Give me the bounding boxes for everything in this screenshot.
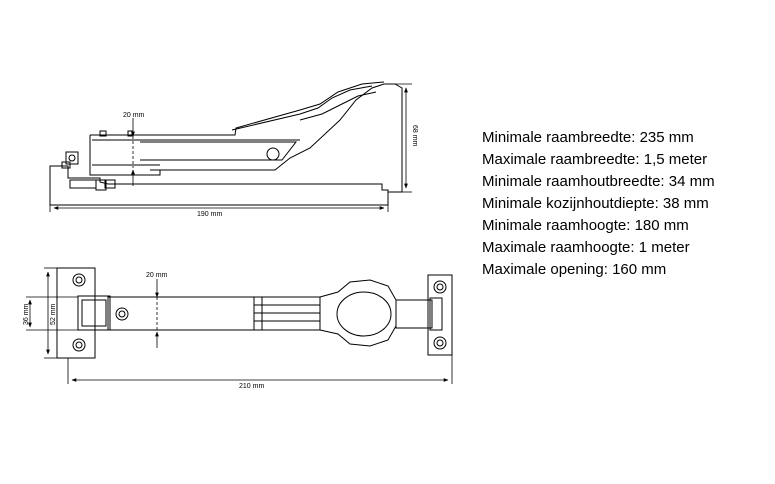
top-outer-height-label: 36 mm bbox=[23, 303, 30, 325]
spec-max-window-width: Maximale raambreedte: 1,5 meter bbox=[482, 151, 708, 168]
spec-min-window-width: Minimale raambreedte: 235 mm bbox=[482, 129, 694, 146]
side-height-dimension bbox=[395, 83, 412, 193]
top-left-screw-bottom bbox=[72, 338, 86, 352]
side-hinge bbox=[65, 151, 79, 165]
side-housing-top bbox=[90, 81, 385, 136]
top-handle bbox=[319, 279, 397, 347]
spec-min-frame-depth: Minimale kozijnhoutdiepte: 38 mm bbox=[482, 195, 709, 212]
top-left-screw-top bbox=[72, 273, 86, 287]
top-gap-label: 20 mm bbox=[146, 272, 168, 279]
side-channel bbox=[140, 141, 298, 161]
spec-max-opening: Maximale opening: 160 mm bbox=[482, 261, 667, 278]
side-housing bbox=[89, 83, 403, 193]
top-view bbox=[56, 267, 453, 359]
side-view bbox=[49, 81, 403, 206]
top-right-screw-top bbox=[433, 280, 447, 294]
spec-min-sash-width: Minimale raamhoutbreedte: 34 mm bbox=[482, 173, 715, 190]
side-gap-label: 20 mm bbox=[123, 112, 145, 119]
top-bar-hole bbox=[115, 307, 129, 321]
top-left-plate bbox=[56, 267, 96, 359]
side-length-dimension bbox=[49, 205, 389, 212]
top-length-dimension bbox=[67, 355, 453, 384]
side-height-label: 68 mm bbox=[411, 125, 418, 147]
side-length-label: 190 mm bbox=[197, 211, 222, 218]
top-main-bar bbox=[107, 296, 255, 331]
specifications-list: Minimale raambreedte: 235 mm Maximale ra… bbox=[482, 127, 715, 281]
spec-max-window-height: Maximale raamhoogte: 1 meter bbox=[482, 239, 690, 256]
top-inner-height-label: 52 mm bbox=[50, 303, 57, 325]
top-handle-knob bbox=[336, 291, 392, 337]
top-right-screw-bottom bbox=[433, 336, 447, 350]
side-lever-inner bbox=[299, 91, 377, 121]
side-pivot-circle bbox=[266, 147, 280, 161]
side-base-plate bbox=[49, 165, 389, 206]
side-lever bbox=[231, 85, 373, 131]
spec-min-window-height: Minimale raamhoogte: 180 mm bbox=[482, 217, 689, 234]
top-height-dimensions bbox=[26, 267, 78, 359]
top-right-plate bbox=[427, 274, 453, 356]
top-length-label: 210 mm bbox=[239, 383, 264, 390]
